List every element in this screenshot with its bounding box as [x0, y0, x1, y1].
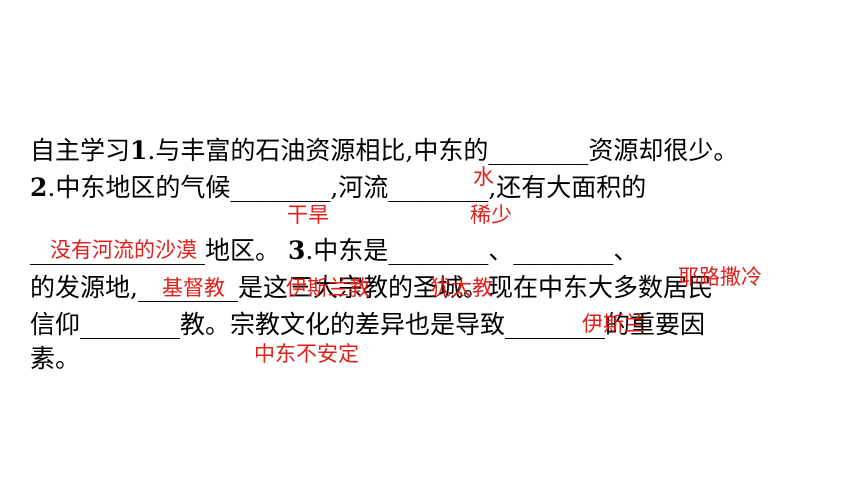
- q3-text-f: 的重要因: [605, 310, 706, 339]
- q2-text-a: .中东地区的气候: [47, 173, 231, 202]
- answer-water: 水: [473, 165, 494, 189]
- q3-number: 3: [287, 236, 306, 265]
- q2-blank-climate: ________: [230, 173, 331, 202]
- question-line-1: 自主学习1.与丰富的石油资源相比,中东的________资源却很少。: [30, 136, 738, 166]
- answer-desert: 没有河流的沙漠: [50, 238, 197, 262]
- answer-islam-belief: 伊斯兰: [582, 312, 645, 336]
- q2-number: 2: [30, 173, 48, 202]
- question-line-2: 2.中东地区的气候________,河流________,还有大面积的: [30, 173, 646, 203]
- q2-blank-rivers: ________: [388, 173, 489, 202]
- q3-text-c: 是这三大宗教的圣城。现在中东大多数居民: [237, 273, 713, 302]
- q1-blank: ________: [488, 136, 589, 165]
- q2-text-d: 地区。: [205, 236, 288, 265]
- answer-instability: 中东不安定: [254, 342, 359, 366]
- q3-text-a: .中东是: [305, 236, 389, 265]
- answer-islam: 伊斯兰教: [286, 276, 370, 300]
- q2-text-b: ,河流: [330, 173, 389, 202]
- answer-drought: 干旱: [287, 203, 329, 227]
- q1-tail: 资源却很少。: [588, 136, 739, 165]
- q3-blank-1: ________: [388, 236, 489, 265]
- q3-blank-religion: ________: [80, 310, 181, 339]
- q3-sep-1: 、: [488, 236, 514, 265]
- question-line-4: 的发源地,________是这三大宗教的圣城。现在中东大多数居民: [30, 273, 713, 303]
- q3-text-d: 信仰: [30, 310, 81, 339]
- q3-text-e: 教。宗教文化的差异也是导致: [180, 310, 506, 339]
- question-line-3: ______________地区。 3.中东是________、________…: [30, 236, 638, 266]
- q2-blank-desert: ______________: [30, 236, 205, 265]
- q1-number: 1: [130, 136, 148, 165]
- q3-text-b: 的发源地,: [30, 273, 138, 302]
- q3-sep-2: 、: [613, 236, 639, 265]
- q3-blank-city: ________: [137, 273, 238, 302]
- question-line-6: 素。: [30, 344, 80, 374]
- answer-jerusalem: 耶路撒冷: [678, 265, 762, 289]
- q3-blank-2: ________: [513, 236, 614, 265]
- answer-judaism: 犹太教: [430, 276, 493, 300]
- q2-text-c: ,还有大面积的: [488, 173, 647, 202]
- answer-scarce: 稀少: [470, 203, 512, 227]
- q3-text-g: 素。: [30, 344, 81, 373]
- question-line-5: 信仰________教。宗教文化的差异也是导致________的重要因: [30, 310, 705, 340]
- q3-blank-result: ________: [505, 310, 606, 339]
- answer-christianity: 基督教: [162, 276, 225, 300]
- section-label: 自主学习: [30, 136, 131, 165]
- q1-text: .与丰富的石油资源相比,中东的: [147, 136, 489, 165]
